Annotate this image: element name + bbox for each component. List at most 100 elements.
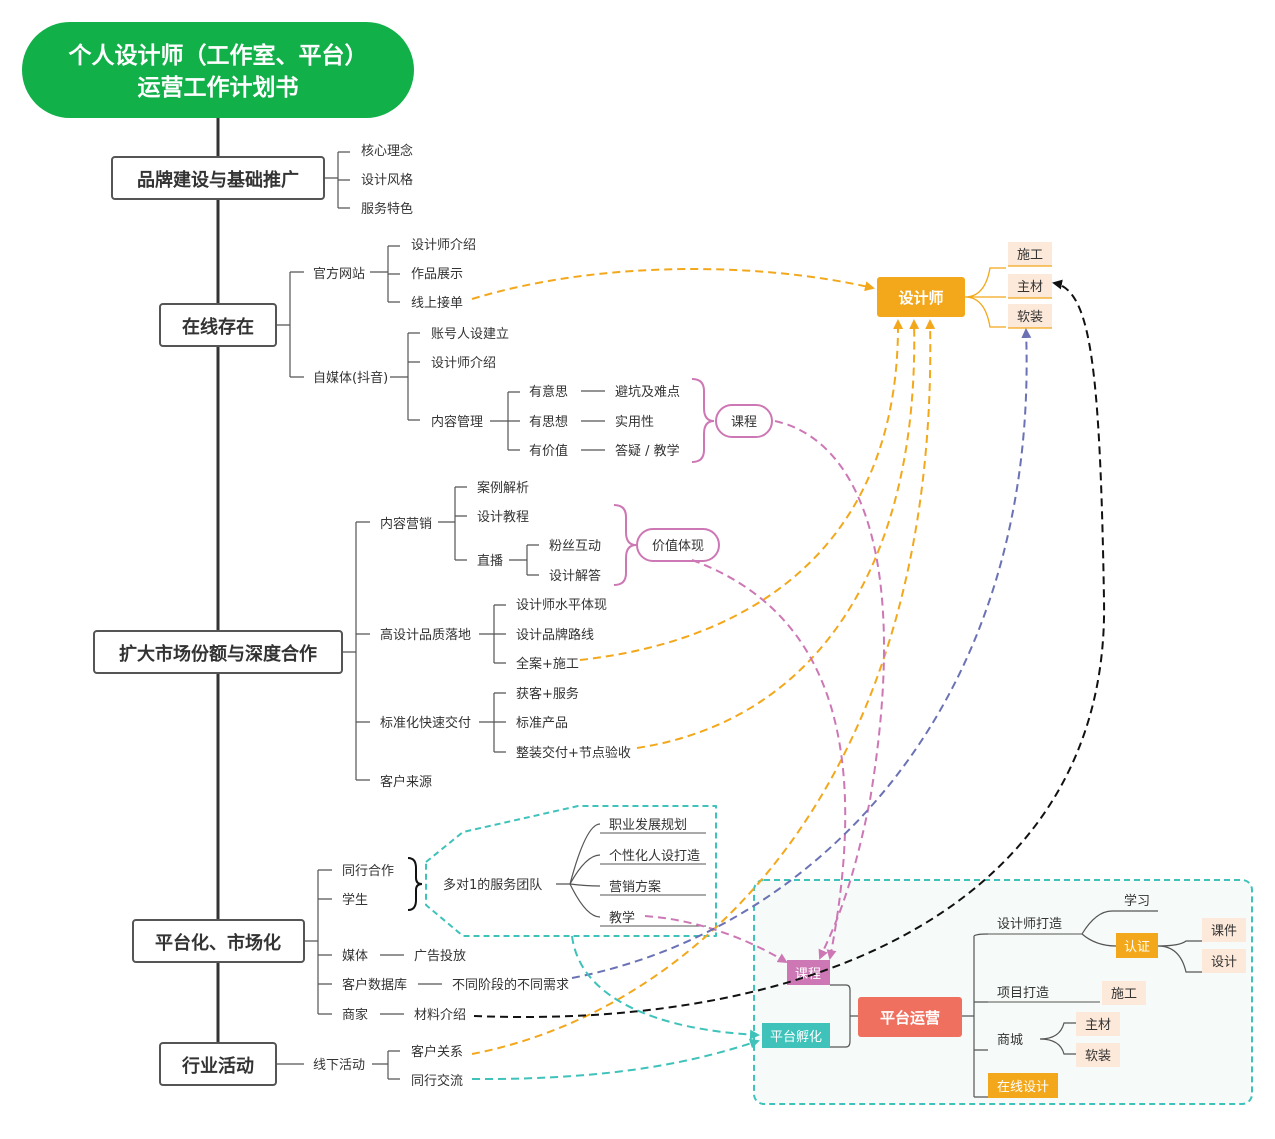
team-item-4: 教学 xyxy=(609,910,635,926)
quality-item-1: 设计师水平体现 xyxy=(516,598,607,613)
standard-item-2: 标准产品 xyxy=(516,716,568,731)
content-row-2-left: 有思想 xyxy=(529,414,568,430)
ops-project: 项目打造 xyxy=(997,986,1049,1001)
team-callout xyxy=(425,805,717,937)
site-item-2: 作品展示 xyxy=(411,267,463,282)
platform-customers: 客户数据库 xyxy=(342,977,407,993)
content-row-2-right: 实用性 xyxy=(615,415,654,430)
platform-peers: 同行合作 xyxy=(342,864,394,879)
events-offline: 线下活动 xyxy=(313,1058,365,1073)
platform-customers-item: 不同阶段的不同需求 xyxy=(452,977,569,993)
team-node[interactable] xyxy=(434,872,552,896)
course-bubble-label: 课程 xyxy=(731,415,757,430)
events-item-1: 客户关系 xyxy=(411,1044,463,1060)
ops-online-design-node[interactable] xyxy=(988,1073,1058,1098)
designer-item-construction[interactable] xyxy=(1008,242,1052,266)
ops-online-design-label: 在线设计 xyxy=(997,1080,1049,1095)
ops-cert-node[interactable] xyxy=(1116,933,1158,958)
ops-construction-node[interactable] xyxy=(1102,981,1146,1005)
ops-center-node[interactable] xyxy=(858,997,962,1037)
value-bubble-label: 价值体现 xyxy=(652,538,704,554)
designer-item-3: 软装 xyxy=(1017,310,1043,325)
online-site-label: 官方网站 xyxy=(313,266,365,282)
ops-center-label: 平台运营 xyxy=(880,1009,940,1027)
link-value-to-ops xyxy=(691,559,847,960)
platform-media: 媒体 xyxy=(342,949,368,964)
platform-merchants: 商家 xyxy=(342,1007,368,1023)
content-row-3-right: 答疑 / 教学 xyxy=(615,443,680,459)
link-customers-to-soft xyxy=(571,328,1032,979)
ops-mall-item-material[interactable] xyxy=(1076,1012,1120,1036)
designer-item-material[interactable] xyxy=(1008,274,1052,298)
designer-item-2: 主材 xyxy=(1017,280,1043,295)
branch-events: 行业活动 线下活动 客户关系 同行交流 xyxy=(159,1042,463,1089)
ops-mall-item-2: 软装 xyxy=(1085,1049,1111,1064)
standard-label: 标准化快速交付 xyxy=(380,715,471,731)
ops-course-node[interactable] xyxy=(787,960,830,985)
team-label: 多对1的服务团队 xyxy=(443,877,542,893)
ops-mall: 商城 xyxy=(997,1033,1023,1048)
link-team-to-incubate xyxy=(571,935,760,1040)
branch-platform: 平台化、市场化 同行合作 学生 多对1的服务团队 职业发展规划 个性化人设打造 … xyxy=(132,805,717,1023)
title-line1: 个人设计师（工作室、平台） xyxy=(69,42,368,69)
quality-item-3: 全案+施工 xyxy=(516,656,579,672)
node-events-label: 行业活动 xyxy=(181,1055,254,1077)
branch-market: 扩大市场份额与深度合作 内容营销 案例解析 设计教程 直播 粉丝互动 设计解答 … xyxy=(93,481,720,790)
title-line2: 运营工作计划书 xyxy=(138,75,299,101)
link-client-relation-to-designer xyxy=(471,319,936,1055)
ops-study: 学习 xyxy=(1124,893,1150,909)
node-online-label: 在线存在 xyxy=(182,316,254,338)
designer-node[interactable] xyxy=(877,277,965,317)
designer-node-label: 设计师 xyxy=(898,289,943,307)
ops-cert-item-2: 设计 xyxy=(1211,955,1237,970)
ops-cert-item-courseware[interactable] xyxy=(1202,918,1246,942)
team-item-1: 职业发展规划 xyxy=(609,817,687,833)
value-bubble[interactable] xyxy=(636,528,720,562)
content-row-1-right: 避坑及难点 xyxy=(615,385,680,400)
brand-item-1: 核心理念 xyxy=(361,143,413,159)
events-item-2: 同行交流 xyxy=(411,1073,463,1089)
node-brand-label: 品牌建设与基础推广 xyxy=(137,169,299,191)
ops-cert-item-design[interactable] xyxy=(1202,949,1246,973)
link-online-order-to-designer xyxy=(471,268,875,300)
connectors xyxy=(471,268,1106,1081)
ops-region: 课程 平台孵化 平台运营 设计师打造 学习 认证 课件 设计 项目打造 施工 商… xyxy=(753,879,1253,1105)
link-peer-exchange-to-incubate xyxy=(471,1038,760,1081)
media-item-1: 账号人设建立 xyxy=(431,327,509,342)
ops-construction-label: 施工 xyxy=(1111,987,1137,1002)
ops-incubate-label: 平台孵化 xyxy=(770,1030,822,1045)
link-fullcase-to-designer xyxy=(579,319,904,661)
content-row-1-left: 有意思 xyxy=(529,384,568,400)
node-market-label: 扩大市场份额与深度合作 xyxy=(119,643,317,665)
ops-designer-build: 设计师打造 xyxy=(997,917,1062,932)
link-course-to-ops xyxy=(774,420,885,960)
standard-item-1: 获客+服务 xyxy=(516,686,579,702)
ops-mall-item-soft[interactable] xyxy=(1076,1043,1120,1067)
title-pill xyxy=(22,22,414,118)
content-item-1: 案例解析 xyxy=(477,481,529,496)
designer-item-soft[interactable] xyxy=(1008,304,1052,328)
content-item-3: 直播 xyxy=(477,554,503,569)
branch-online: 在线存在 官方网站 设计师介绍 作品展示 线上接单 自媒体(抖音) 账号人设建立… xyxy=(159,238,773,463)
live-item-1: 粉丝互动 xyxy=(549,539,601,554)
team-item-3: 营销方案 xyxy=(609,879,661,895)
platform-media-item: 广告投放 xyxy=(414,948,466,964)
media-item-3: 内容管理 xyxy=(431,414,483,430)
ops-cert-label: 认证 xyxy=(1124,940,1150,955)
ops-incubate-node[interactable] xyxy=(762,1023,830,1048)
online-media-label: 自媒体(抖音) xyxy=(313,370,388,386)
course-bubble[interactable] xyxy=(715,404,773,438)
team-item-2: 个性化人设打造 xyxy=(609,849,700,864)
branch-brand: 品牌建设与基础推广 核心理念 设计风格 服务特色 xyxy=(111,143,413,217)
live-item-2: 设计解答 xyxy=(549,568,601,584)
platform-students: 学生 xyxy=(342,892,368,908)
link-materials-to-material xyxy=(473,279,1106,1018)
media-item-2: 设计师介绍 xyxy=(431,356,496,371)
content-marketing-label: 内容营销 xyxy=(380,516,432,532)
site-item-1: 设计师介绍 xyxy=(411,238,476,253)
quality-label: 高设计品质落地 xyxy=(380,627,471,643)
designer-cluster: 设计师 施工 主材 软装 xyxy=(877,242,1052,329)
link-teach-to-ops xyxy=(644,915,788,964)
content-item-2: 设计教程 xyxy=(477,509,529,525)
